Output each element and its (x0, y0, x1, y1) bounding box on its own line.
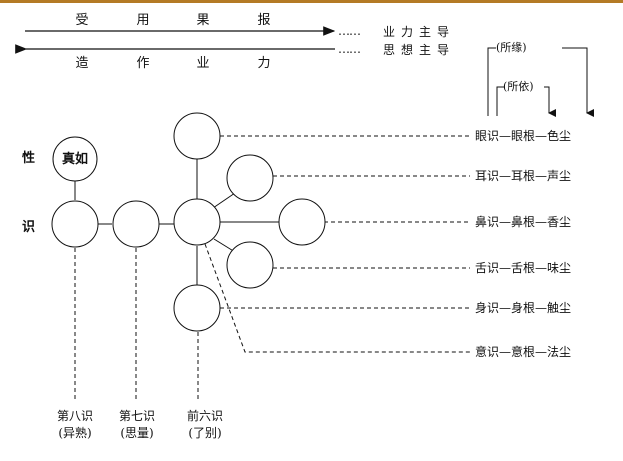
hub-circle (173, 198, 221, 246)
seventh-sub: (思量) (120, 426, 153, 440)
top-accent-bar (0, 0, 623, 3)
sense-mind: 意识—意根—法尘 (475, 344, 571, 359)
relation-legend (487, 47, 594, 117)
bottom-labels: 第八识 (异熟) 第七识 (思量) 前六识 (了别) (57, 408, 223, 440)
upper-char-1: 受 (75, 13, 88, 28)
eye-circle (173, 112, 221, 160)
upper-char-3: 果 (196, 13, 209, 28)
sense-nose: 鼻识—鼻根—香尘 (475, 214, 571, 229)
zhenru-label: 真如 (62, 151, 88, 167)
sense-labels: 眼识—眼根—色尘 耳识—耳根—声尘 鼻识—鼻根—香尘 舌识—舌根—味尘 身识—身… (475, 129, 571, 359)
suoyi-label: (所依) (503, 80, 534, 93)
lower-char-1: 造 (75, 56, 88, 71)
sense-body: 身识—身根—触尘 (475, 300, 571, 315)
mind-dash (204, 243, 470, 353)
body-circle (173, 284, 221, 332)
suoyuan-bracket (487, 47, 496, 116)
lower-dots: …… (338, 42, 360, 56)
lower-char-4: 力 (257, 56, 270, 71)
seventh-name: 第七识 (119, 409, 155, 423)
upper-dots: …… (338, 24, 360, 38)
hub-to-tongue (213, 238, 236, 253)
hub-to-ear (212, 192, 236, 209)
upper-char-4: 报 (257, 13, 270, 28)
upper-char-2: 用 (136, 13, 149, 28)
sense-eye: 眼识—眼根—色尘 (475, 129, 571, 143)
sense-ear: 耳识—耳根—声尘 (475, 169, 571, 183)
sense-tongue: 舌识—舌根—味尘 (475, 261, 571, 275)
xing-label: 性 (22, 150, 35, 166)
top-section: 受 用 果 报 …… 业力主导 造 作 业 力 …… 思想主导 (15, 13, 455, 71)
lower-label: 思想主导 (383, 42, 455, 57)
lower-char-2: 作 (136, 56, 149, 71)
lower-char-3: 业 (196, 56, 209, 71)
seventh-circle (112, 200, 160, 248)
sixth-name: 前六识 (187, 408, 223, 423)
upper-label: 业力主导 (383, 25, 455, 39)
suoyuan-label: (所缘) (496, 41, 527, 54)
suoyi-bracket-right (544, 86, 556, 117)
nodes (51, 112, 326, 332)
shi-label: 识 (22, 220, 35, 235)
nose-circle (278, 198, 326, 246)
eighth-name: 第八识 (57, 409, 93, 423)
tongue-circle (226, 241, 274, 289)
suoyuan-bracket-right (562, 47, 594, 117)
eighth-circle (51, 200, 99, 248)
dashed-connectors (74, 135, 470, 400)
zhenru-circle (52, 136, 98, 182)
sixth-sub: (了别) (188, 426, 221, 440)
eighth-sub: (异熟) (58, 425, 91, 440)
connectors (74, 159, 279, 286)
suoyi-bracket (496, 86, 504, 116)
ear-circle (226, 154, 274, 202)
